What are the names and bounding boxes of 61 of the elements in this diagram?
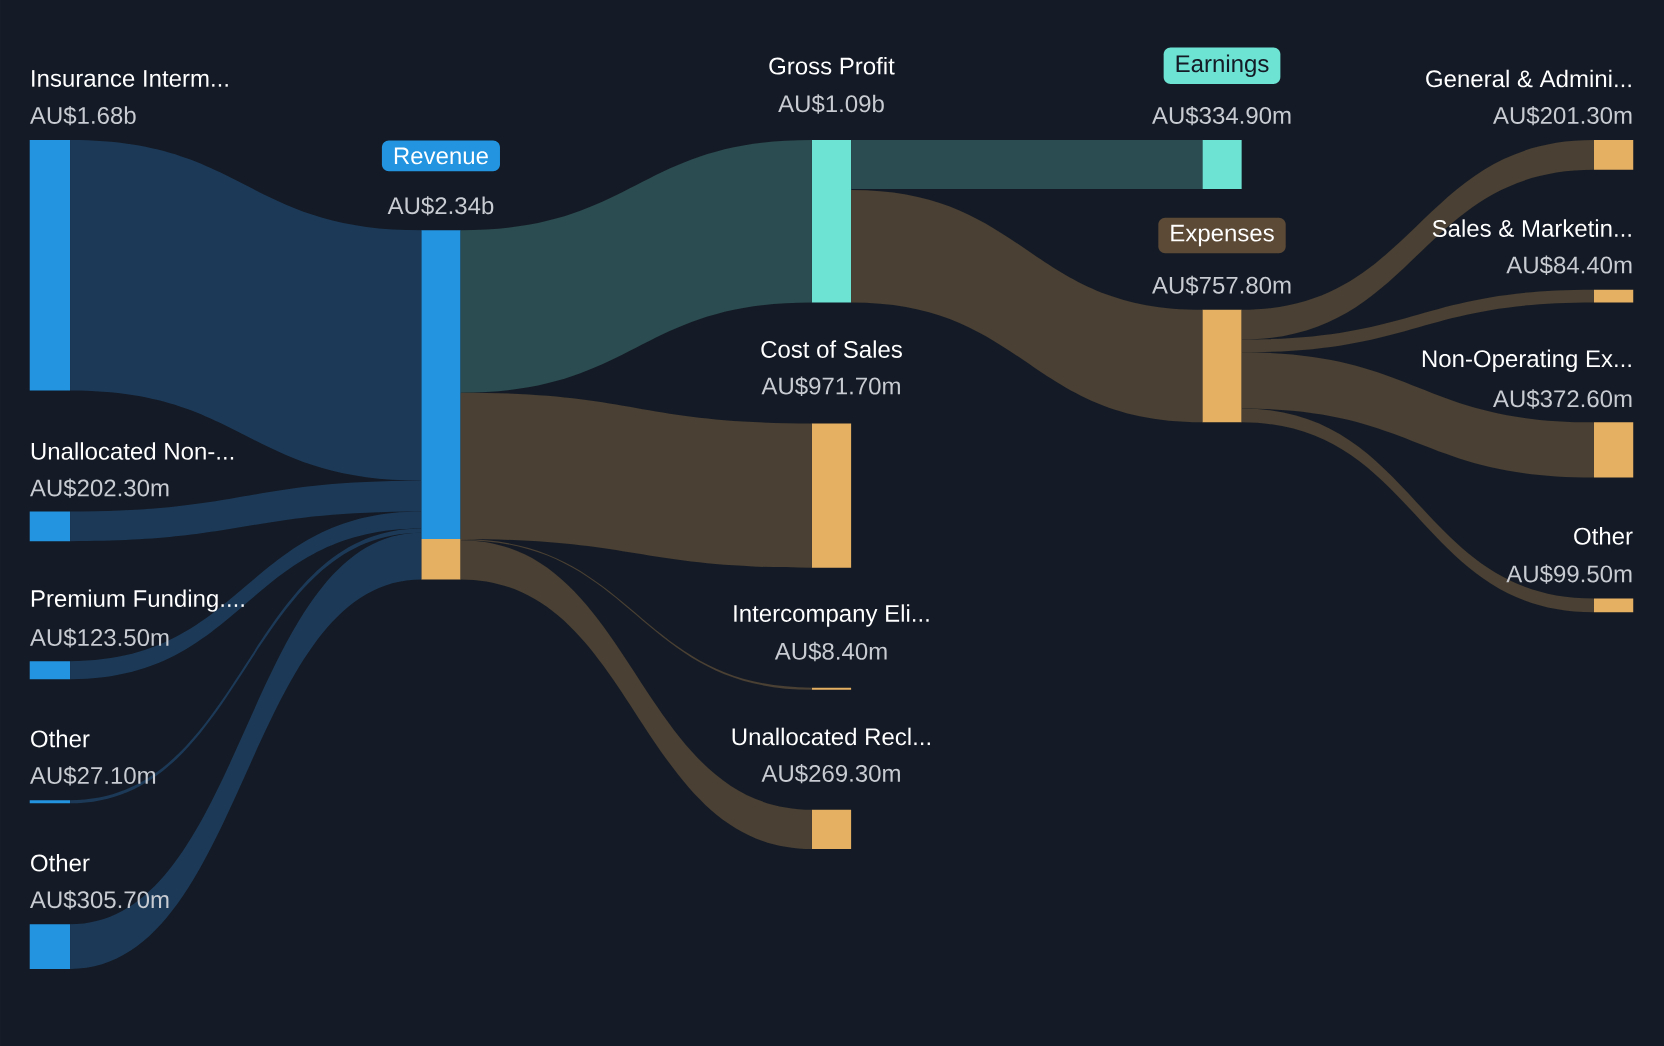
- node-label: Sales & Marketin...: [1432, 219, 1631, 237]
- value-label: AU$1.68b: [29, 105, 136, 126]
- flow-band: [70, 528, 422, 804]
- node-label: Intercompany Eli...: [734, 604, 929, 627]
- bar: [1202, 309, 1242, 423]
- value-label: AU$202.30m: [29, 478, 169, 498]
- node-label: Cost of Sales: [761, 340, 902, 358]
- value-label: AU$269.30m: [761, 763, 900, 784]
- value-label: AU$8.40m: [774, 641, 887, 662]
- bar: [29, 140, 71, 391]
- bar: [811, 809, 852, 849]
- bar: [29, 661, 71, 680]
- node-label: Non-Operating Ex...: [1422, 349, 1631, 372]
- node-label: Unallocated Non-...: [31, 442, 234, 460]
- bar: [811, 423, 852, 568]
- bar: [811, 140, 852, 303]
- value-label: AU$1.09b: [778, 94, 884, 114]
- flow-band: [70, 480, 422, 542]
- bar: [1202, 140, 1242, 189]
- value-label: AU$757.80m: [1152, 275, 1291, 296]
- node-label: Unallocated Recl...: [732, 727, 930, 746]
- value-label: AU$99.50m: [1506, 564, 1632, 584]
- node-label: General & Admini...: [1426, 69, 1631, 88]
- value-label: AU$123.50m: [29, 628, 169, 648]
- flow-band: [851, 140, 1203, 189]
- flow-band: [70, 511, 422, 680]
- badge: Expenses: [1158, 217, 1286, 254]
- flow-band: [1241, 352, 1594, 478]
- value-label: AU$2.34b: [387, 196, 494, 216]
- flow-band: [460, 539, 812, 690]
- flow-band: [70, 532, 422, 969]
- flow-band: [460, 540, 812, 849]
- flow-band: [1241, 140, 1594, 340]
- bar: [1593, 422, 1634, 478]
- flow-band: [70, 140, 422, 481]
- value-label: AU$305.70m: [29, 890, 169, 910]
- bar: [421, 230, 461, 580]
- node-label: Other: [31, 853, 90, 872]
- badge: Revenue: [381, 140, 500, 172]
- value-label: AU$84.40m: [1506, 255, 1632, 275]
- value-label: AU$27.10m: [29, 766, 156, 786]
- badge: Earnings: [1163, 47, 1281, 84]
- bar: [1593, 140, 1634, 170]
- node-label: Other: [1574, 527, 1633, 545]
- node-label: Gross Profit: [769, 56, 895, 75]
- flow-band: [460, 140, 812, 393]
- value-label: AU$971.70m: [761, 376, 900, 396]
- bar: [29, 511, 71, 542]
- node-label: Insurance Interm...: [32, 70, 228, 87]
- flow-band: [1241, 289, 1594, 353]
- value-label: AU$372.60m: [1493, 389, 1632, 409]
- value-label: AU$334.90m: [1152, 105, 1291, 126]
- bar: [29, 924, 71, 969]
- node-label: Other: [31, 729, 90, 748]
- flow-band: [1241, 408, 1594, 613]
- flow-band: [460, 392, 812, 568]
- node-label: Premium Funding....: [31, 589, 244, 612]
- value-label: AU$201.30m: [1493, 105, 1632, 126]
- bar: [811, 687, 852, 690]
- flow-band: [851, 189, 1203, 423]
- bar: [29, 800, 71, 804]
